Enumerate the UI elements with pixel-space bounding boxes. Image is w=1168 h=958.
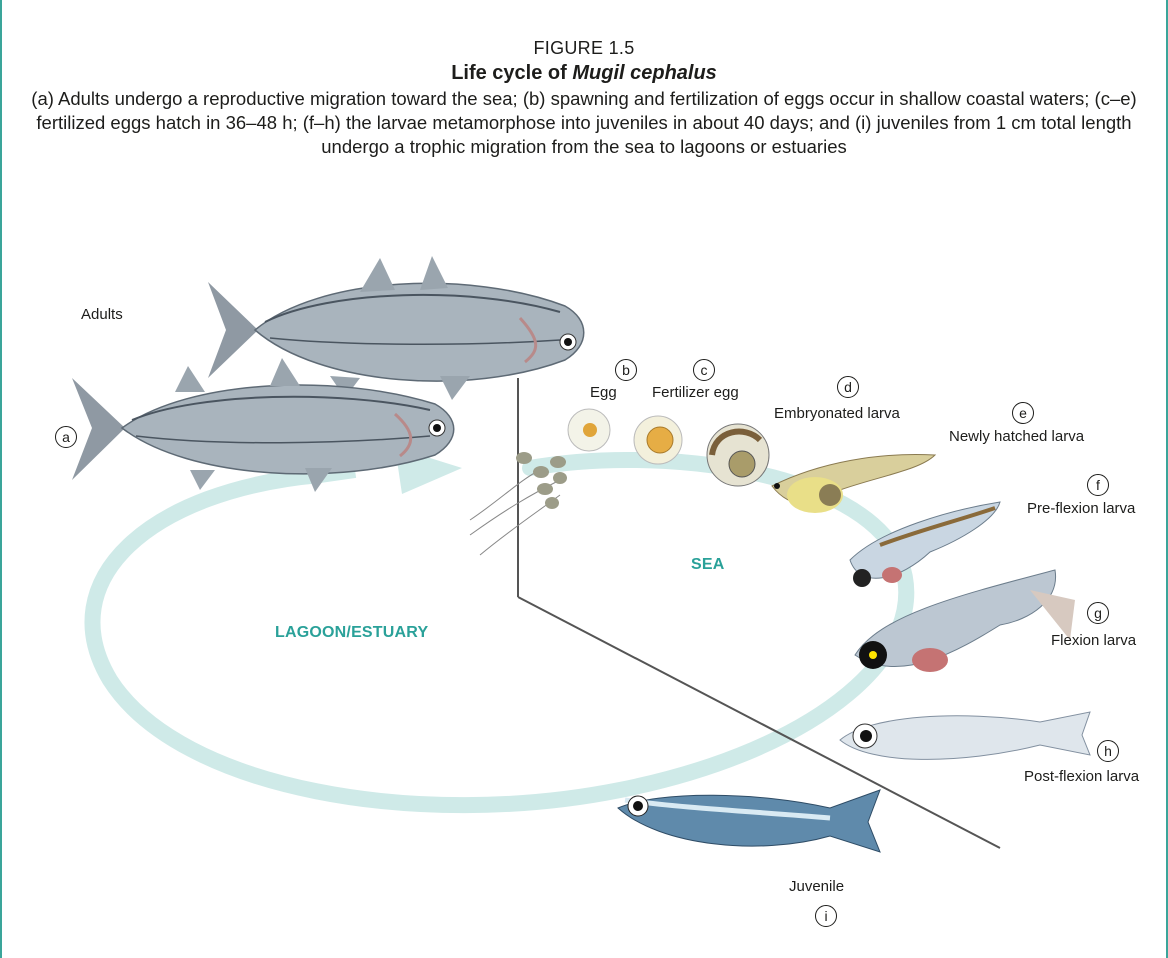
post-flexion-larva: [840, 712, 1090, 759]
stage-label-newly-hatched-larva: Newly hatched larva: [949, 428, 1084, 446]
stage-label-egg: Egg: [590, 384, 617, 402]
fertilized-egg-illustration: [634, 416, 682, 464]
stage-label-adults: Adults: [81, 306, 123, 324]
stage-badge-c: c: [693, 359, 715, 381]
stage-label-post-flexion-larva: Post-flexion larva: [1024, 768, 1139, 786]
stage-badge-h: h: [1097, 740, 1119, 762]
zone-lagoon-estuary: LAGOON/ESTUARY: [275, 624, 428, 642]
flexion-larva: [855, 570, 1075, 672]
embryonated-egg-illustration: [707, 424, 769, 486]
stage-badge-i: i: [815, 905, 837, 927]
stage-label-pre-flexion-larva: Pre-flexion larva: [1027, 500, 1135, 518]
adult-fish-top: [208, 256, 584, 400]
stage-label-juvenile: Juvenile: [789, 878, 844, 896]
migration-cycle-arrow: [92, 447, 906, 805]
stage-badge-a: a: [55, 426, 77, 448]
stage-label-embryonated-larva: Embryonated larva: [774, 405, 900, 423]
stage-label-flexion-larva: Flexion larva: [1051, 632, 1136, 650]
stage-badge-b: b: [615, 359, 637, 381]
egg-illustration: [568, 409, 610, 451]
stage-badge-d: d: [837, 376, 859, 398]
stage-badge-g: g: [1087, 602, 1109, 624]
stage-badge-e: e: [1012, 402, 1034, 424]
stage-label-fertilizer-egg: Fertilizer egg: [652, 384, 739, 402]
zone-sea: SEA: [691, 556, 725, 574]
stage-badge-f: f: [1087, 474, 1109, 496]
juvenile-fish: [618, 790, 880, 852]
